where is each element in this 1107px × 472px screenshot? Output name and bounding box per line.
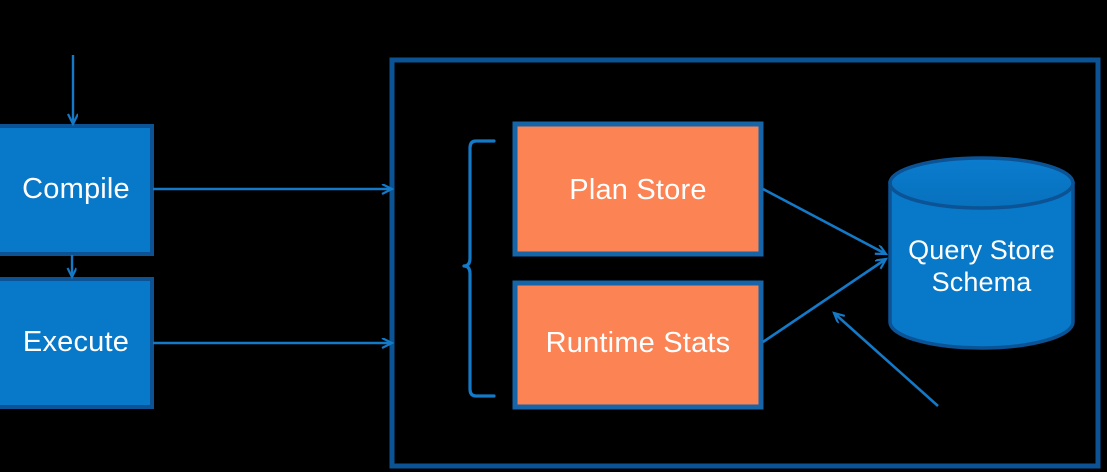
grouping-brace xyxy=(462,139,496,398)
query-store-schema-cylinder[interactable] xyxy=(888,156,1075,350)
runtime-stats-box[interactable] xyxy=(512,280,764,410)
edge-runtime-stats-schema xyxy=(762,259,886,344)
plan-store-box[interactable] xyxy=(512,121,764,257)
edge-plan-store-schema xyxy=(762,187,886,256)
compile-box[interactable] xyxy=(0,124,154,256)
edge-external-schema xyxy=(834,313,939,407)
query-store-container xyxy=(389,57,1101,469)
execute-box[interactable] xyxy=(0,277,154,409)
